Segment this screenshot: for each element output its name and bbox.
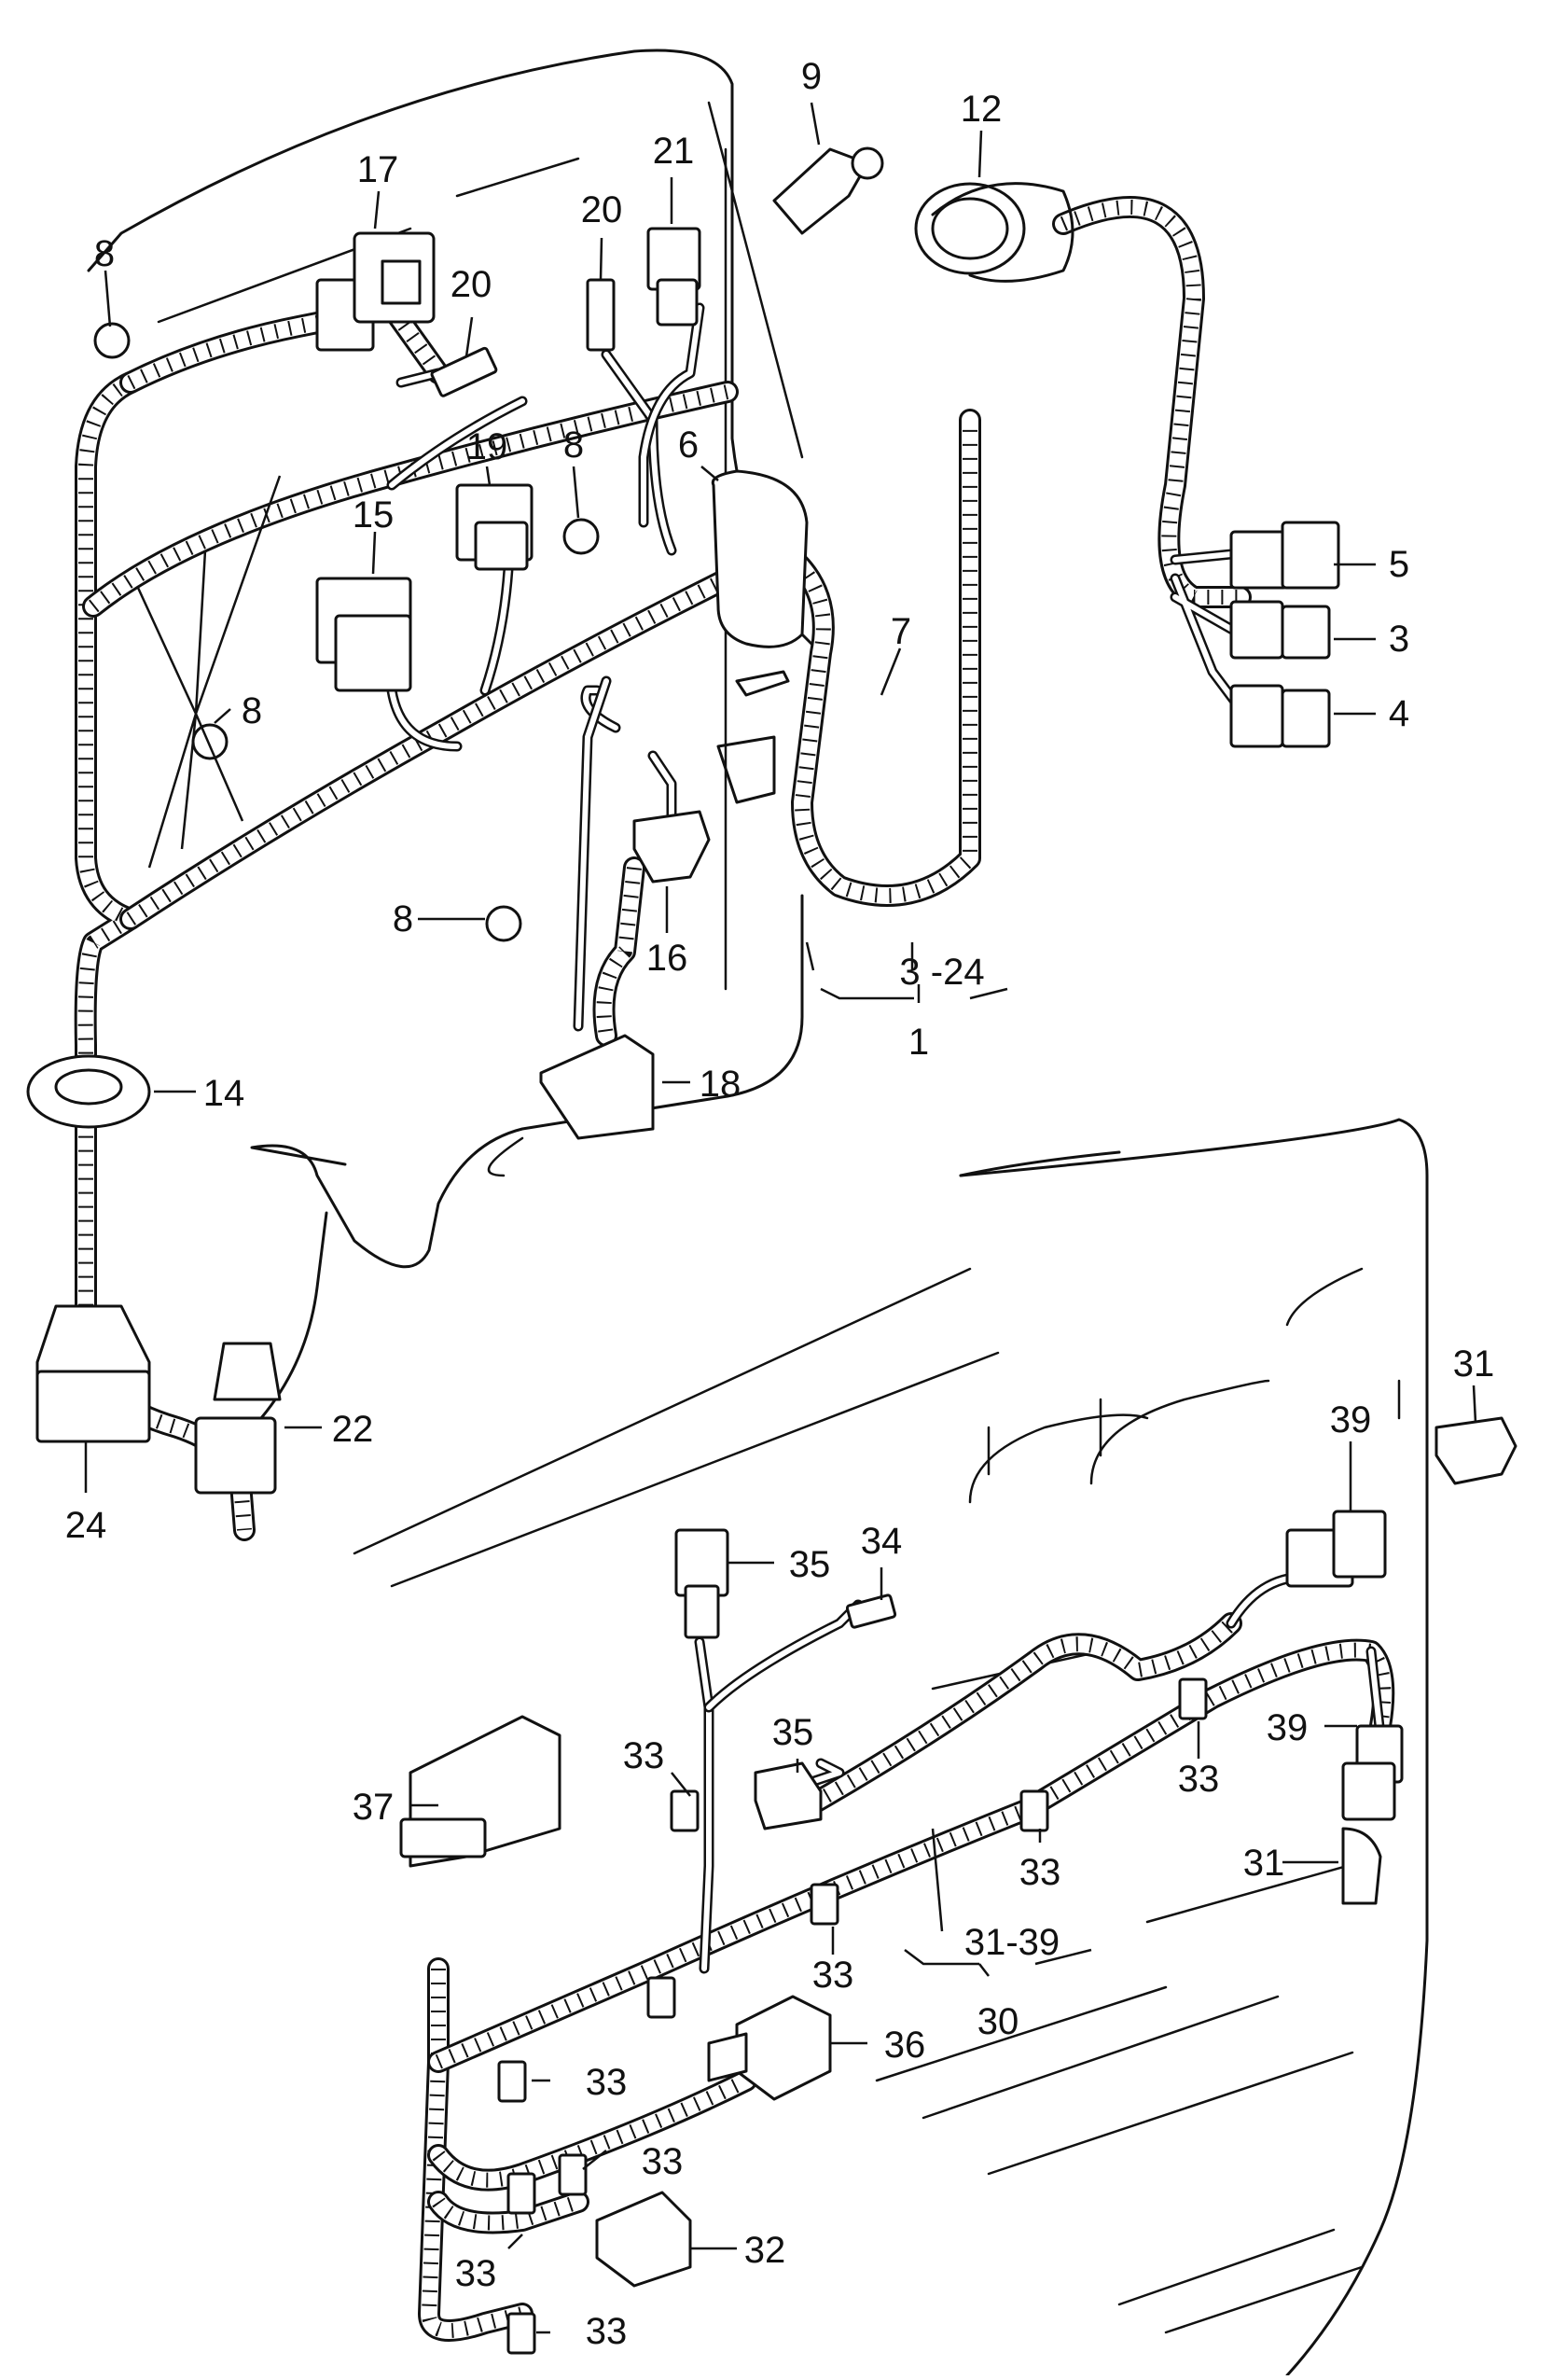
callout-33-c: 33	[1019, 1852, 1061, 1893]
connector-17	[315, 231, 436, 352]
seal-6	[711, 469, 809, 648]
branch-wires-lower	[694, 1571, 1386, 1974]
callout-6: 6	[678, 425, 699, 466]
callout-8-top-left: 8	[94, 233, 115, 274]
connector-18	[539, 1034, 655, 1140]
callout-34: 34	[861, 1521, 903, 1562]
callout-33-h: 33	[586, 2311, 628, 2352]
callout-18: 18	[700, 1064, 741, 1105]
clips-8	[93, 322, 600, 942]
callout-4: 4	[1389, 693, 1409, 734]
callout-14: 14	[203, 1073, 245, 1114]
callout-24: 24	[65, 1505, 107, 1546]
rear-door-outline	[353, 1118, 1429, 2377]
connectors-upper-right	[1229, 521, 1340, 748]
bracket-7	[716, 670, 790, 804]
connector-39	[1285, 1510, 1404, 1821]
callout-3-24: 3 -24	[899, 952, 984, 993]
connector-32	[595, 2191, 692, 2288]
grommet-12	[914, 182, 1074, 283]
connector-34	[845, 1594, 897, 1629]
connector-20-upper	[430, 278, 616, 397]
callout-8-lower: 8	[393, 898, 413, 939]
connector-19	[455, 483, 534, 571]
callout-35-lower: 35	[772, 1712, 814, 1753]
connector-16	[632, 810, 711, 884]
callout-22: 22	[332, 1409, 374, 1450]
callout-33-a: 33	[623, 1735, 665, 1776]
grommet-14	[26, 1054, 151, 1129]
clips-33	[497, 1677, 1208, 2355]
callout-35-top: 35	[789, 1544, 831, 1585]
callout-12: 12	[961, 89, 1003, 130]
leader-lines	[84, 102, 1477, 2334]
connector-22	[194, 1342, 282, 1495]
connector-36	[707, 1995, 832, 2101]
connector-35-upper	[674, 1528, 729, 1639]
callout-5: 5	[1389, 544, 1409, 585]
callout-17: 17	[357, 149, 399, 190]
callout-30: 30	[977, 2001, 1019, 2042]
callout-31-top: 31	[1453, 1343, 1495, 1385]
callout-36: 36	[884, 2025, 926, 2066]
callout-33-g: 33	[455, 2253, 497, 2294]
callout-33-b: 33	[1178, 1759, 1220, 1800]
connector-37	[399, 1715, 561, 1868]
callout-8-left: 8	[242, 690, 262, 731]
callout-33-e: 33	[586, 2062, 628, 2103]
callout-20-center: 20	[581, 189, 623, 230]
connector-35-lower	[754, 1761, 823, 1830]
callout-31-39: 31-39	[964, 1922, 1060, 1963]
callout-37: 37	[353, 1787, 395, 1828]
callout-9: 9	[801, 56, 822, 97]
callout-39-lower: 39	[1267, 1707, 1309, 1748]
callout-19: 19	[466, 426, 508, 467]
callout-3: 3	[1389, 619, 1409, 660]
callout-20-left: 20	[450, 264, 492, 305]
clip-9	[772, 146, 884, 235]
connector-24	[35, 1304, 151, 1443]
connector-15	[315, 577, 412, 692]
rear-door-harness	[418, 1612, 1395, 2342]
connector-21	[646, 227, 701, 327]
callout-39-top: 39	[1330, 1399, 1372, 1441]
callout-33-f: 33	[642, 2141, 684, 2182]
branch-wires-upper	[386, 302, 1274, 1032]
callout-33-d: 33	[812, 1955, 854, 1996]
callout-7: 7	[891, 611, 911, 652]
callout-32: 32	[744, 2230, 786, 2271]
callout-15: 15	[353, 494, 395, 536]
callout-31-lower: 31	[1243, 1843, 1285, 1884]
callout-1: 1	[908, 1022, 929, 1063]
callout-21: 21	[653, 131, 695, 172]
callout-labels: 1 3 -24 3 4 5 6 7 8 8 8 8 9 12 14 15 16 …	[65, 56, 1495, 2352]
clips-31	[1341, 1416, 1517, 1905]
callout-16: 16	[646, 938, 688, 979]
callout-8-center: 8	[563, 425, 584, 466]
